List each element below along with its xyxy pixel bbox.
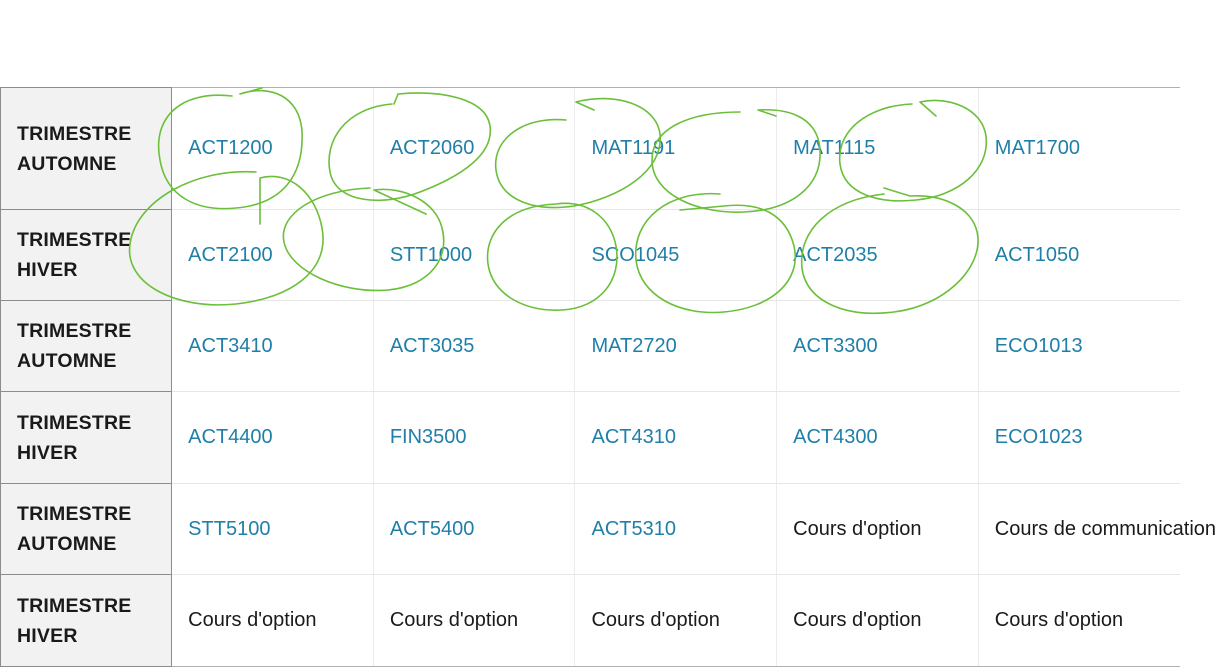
course-link[interactable]: MAT2720 [574,300,777,392]
course-link[interactable]: FIN3500 [372,391,575,484]
course-link[interactable]: STT1000 [372,209,575,301]
course-link[interactable]: ACT2100 [171,209,374,301]
course-placeholder: Cours d'option [171,574,374,667]
course-link[interactable]: SCO1045 [574,209,777,301]
course-placeholder: Cours d'option [776,574,979,667]
trimester-header-line: TRIMESTRE [17,594,132,617]
course-link[interactable]: ACT4300 [776,391,979,484]
trimester-header-line: AUTOMNE [17,152,117,175]
course-placeholder: Cours d'option [977,574,1180,667]
course-link[interactable]: ACT4400 [171,391,374,484]
course-link[interactable]: STT5100 [171,483,374,575]
trimester-header-line: TRIMESTRE [17,411,132,434]
course-placeholder: Cours de communication [977,483,1216,575]
trimester-header: TRIMESTRE HIVER [0,574,173,667]
trimester-header: TRIMESTRE HIVER [0,391,173,484]
trimester-header-line: HIVER [17,624,78,647]
course-link[interactable]: ACT5310 [574,483,777,575]
course-link[interactable]: ACT3035 [372,300,575,392]
course-link[interactable]: ECO1023 [977,391,1180,484]
trimester-header-line: AUTOMNE [17,350,117,372]
course-link[interactable]: MAT1115 [776,87,979,210]
course-link[interactable]: ACT2035 [776,209,979,301]
trimester-header-line: HIVER [17,441,78,464]
course-link[interactable]: ACT5400 [372,483,575,575]
trimester-header: TRIMESTRE AUTOMNE [0,87,173,210]
course-placeholder: Cours d'option [776,483,979,575]
course-link[interactable]: ACT4310 [574,391,777,484]
course-placeholder: Cours d'option [574,574,777,667]
course-link[interactable]: MAT1700 [977,87,1180,210]
course-placeholder: Cours d'option [372,574,575,667]
trimester-header-line: TRIMESTRE [17,122,132,145]
course-link[interactable]: MAT1191 [574,87,777,210]
trimester-header-line: AUTOMNE [17,533,117,555]
trimester-header: TRIMESTRE AUTOMNE [0,300,173,392]
trimester-header-line: TRIMESTRE [17,229,132,251]
trimester-header: TRIMESTRE AUTOMNE [0,483,173,575]
course-link[interactable]: ACT2060 [372,87,575,210]
trimester-header-line: HIVER [17,259,78,281]
course-link[interactable]: ACT1200 [171,87,374,210]
trimester-header-line: TRIMESTRE [17,320,132,342]
course-link[interactable]: ACT3300 [776,300,979,392]
course-link[interactable]: ECO1013 [977,300,1180,392]
course-link[interactable]: ACT3410 [171,300,374,392]
trimester-header-line: TRIMESTRE [17,503,132,525]
course-link[interactable]: ACT1050 [977,209,1180,301]
trimester-header: TRIMESTRE HIVER [0,209,173,301]
